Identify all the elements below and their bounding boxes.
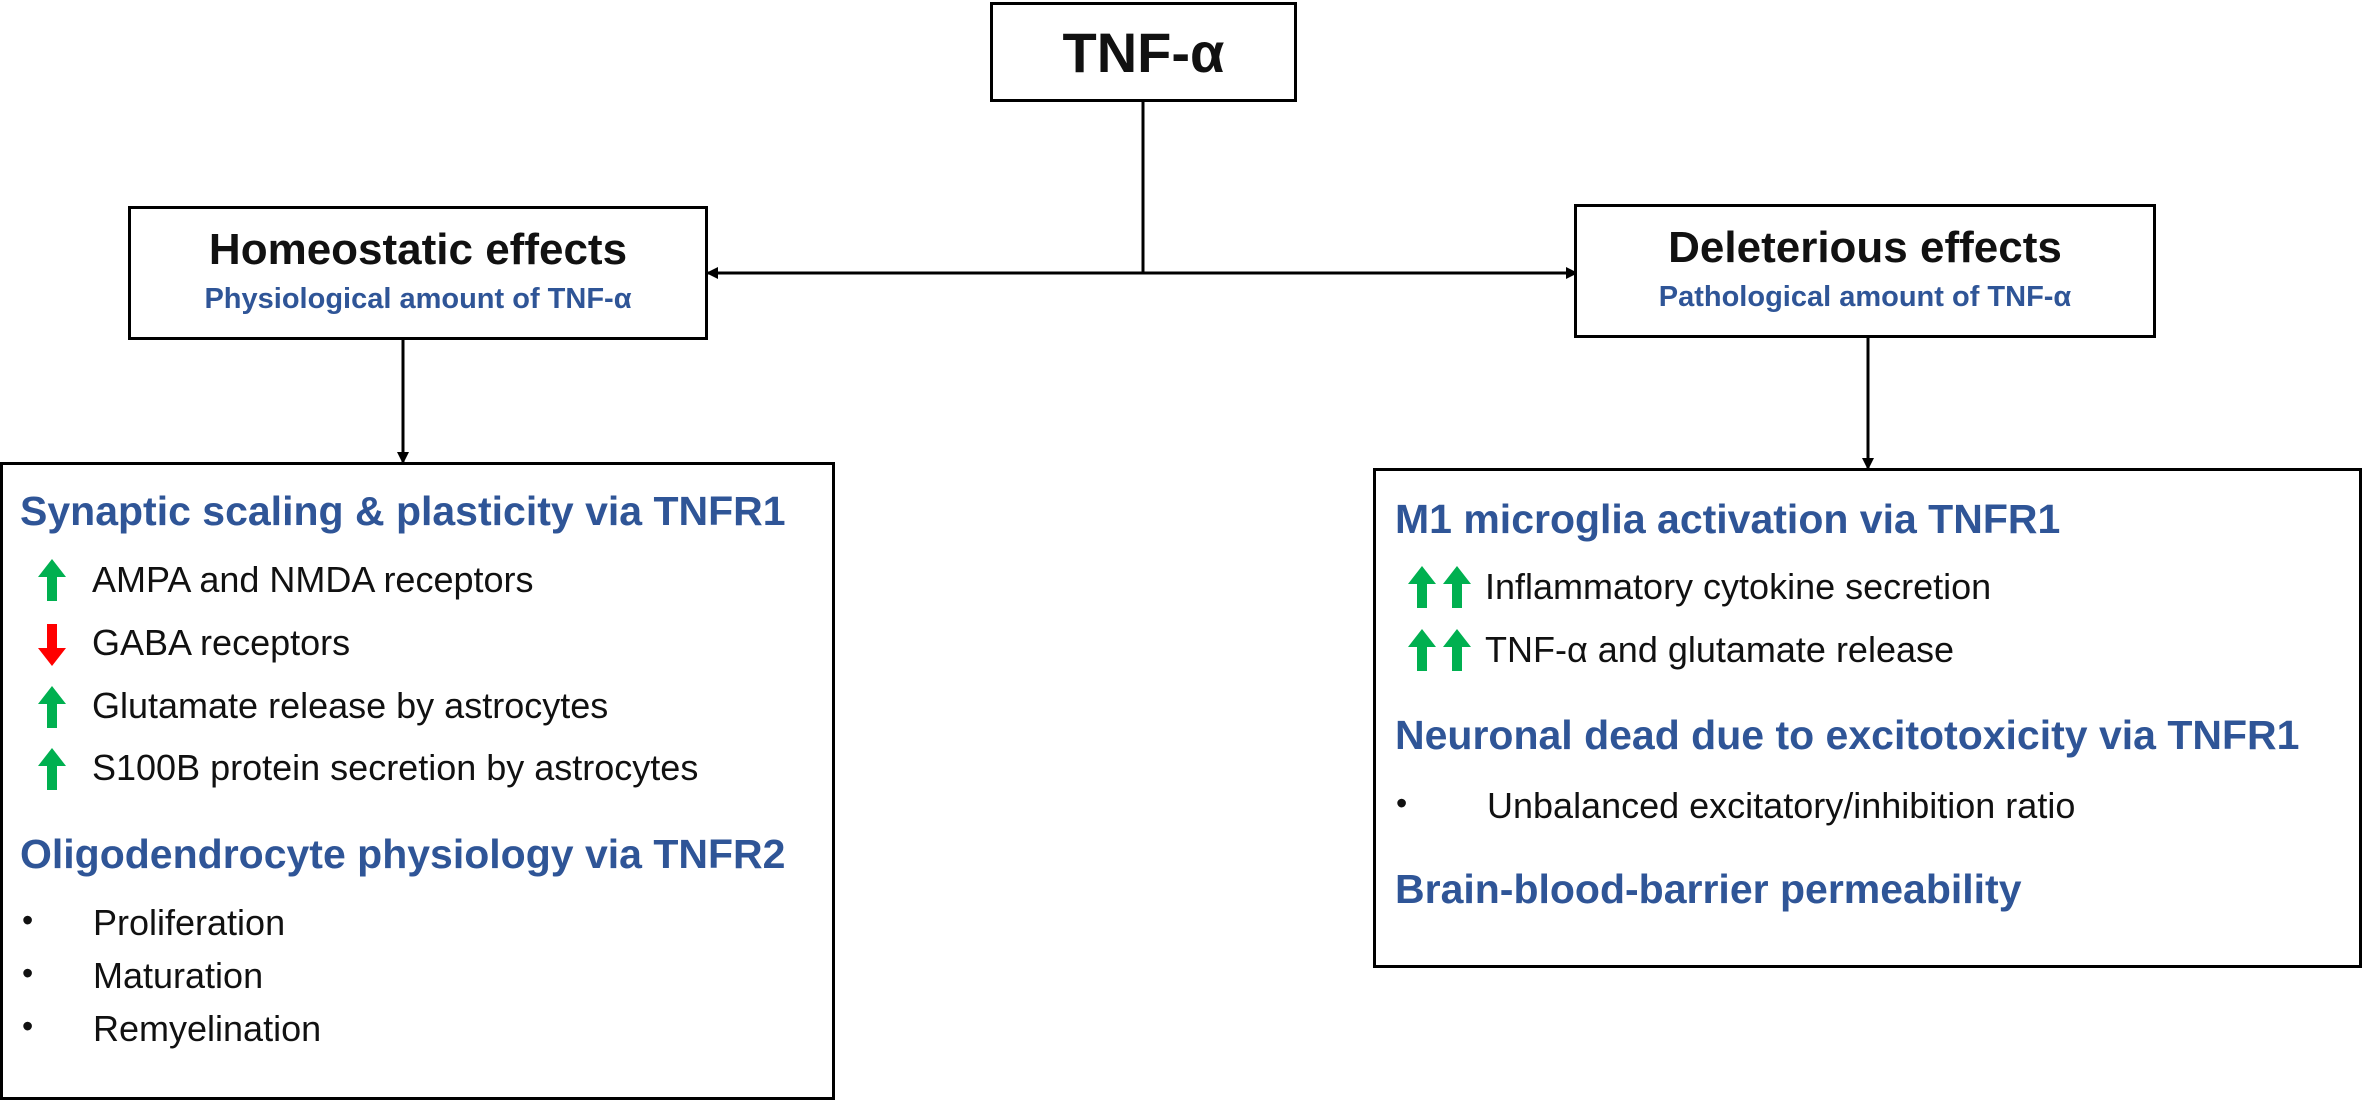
item-gaba: GABA receptors xyxy=(92,622,351,663)
homeostatic-detail-box xyxy=(0,462,835,1100)
homeostatic-effects-node: Homeostatic effects Physiological amount… xyxy=(128,206,708,340)
bullet-icon: • xyxy=(1396,785,1408,821)
item-s100b: S100B protein secretion by astrocytes xyxy=(92,747,699,788)
item-inflammatory-cytokine: Inflammatory cytokine secretion xyxy=(1485,566,1992,607)
up-arrow-icon xyxy=(38,559,66,601)
deleterious-effects-node: Deleterious effects Pathological amount … xyxy=(1574,204,2156,338)
up-arrow-icon xyxy=(1408,566,1436,608)
item-tnf-glutamate-release: TNF-α and glutamate release xyxy=(1485,629,1955,670)
deleterious-detail-box xyxy=(1373,468,2362,968)
bullet-icon: • xyxy=(22,955,34,991)
up-arrow-icon xyxy=(38,748,66,790)
item-glutamate-release: Glutamate release by astrocytes xyxy=(92,685,609,726)
up-arrow-icon xyxy=(1443,629,1471,671)
deleterious-title: Deleterious effects xyxy=(1668,223,2062,272)
bullet-proliferation: Proliferation xyxy=(93,902,286,943)
bullet-maturation: Maturation xyxy=(93,955,264,996)
bullet-icon: • xyxy=(22,1008,34,1044)
bbb-permeability-heading: Brain-blood-barrier permeability xyxy=(1395,866,2022,912)
up-arrow-icon xyxy=(38,686,66,728)
synaptic-scaling-heading: Synaptic scaling & plasticity via TNFR1 xyxy=(20,488,786,534)
m1-microglia-heading: M1 microglia activation via TNFR1 xyxy=(1395,496,2061,542)
oligodendrocyte-heading: Oligodendrocyte physiology via TNFR2 xyxy=(20,831,786,877)
bullet-icon: • xyxy=(22,902,34,938)
down-arrow-icon xyxy=(38,624,66,666)
up-arrow-icon xyxy=(1443,566,1471,608)
homeostatic-title: Homeostatic effects xyxy=(208,225,628,274)
bullet-unbalanced-ratio: Unbalanced excitatory/inhibition ratio xyxy=(1487,785,2076,826)
tnf-alpha-title: TNF-α xyxy=(1062,21,1225,84)
up-arrow-icon xyxy=(1408,629,1436,671)
neuronal-dead-heading: Neuronal dead due to excitotoxicity via … xyxy=(1395,712,2300,758)
homeostatic-subtitle: Physiological amount of TNF-α xyxy=(204,283,632,315)
deleterious-subtitle: Pathological amount of TNF-α xyxy=(1658,281,2072,313)
tnf-alpha-node: TNF-α xyxy=(990,2,1297,102)
bullet-remyelination: Remyelination xyxy=(93,1008,322,1049)
item-ampa-nmda: AMPA and NMDA receptors xyxy=(92,559,534,600)
